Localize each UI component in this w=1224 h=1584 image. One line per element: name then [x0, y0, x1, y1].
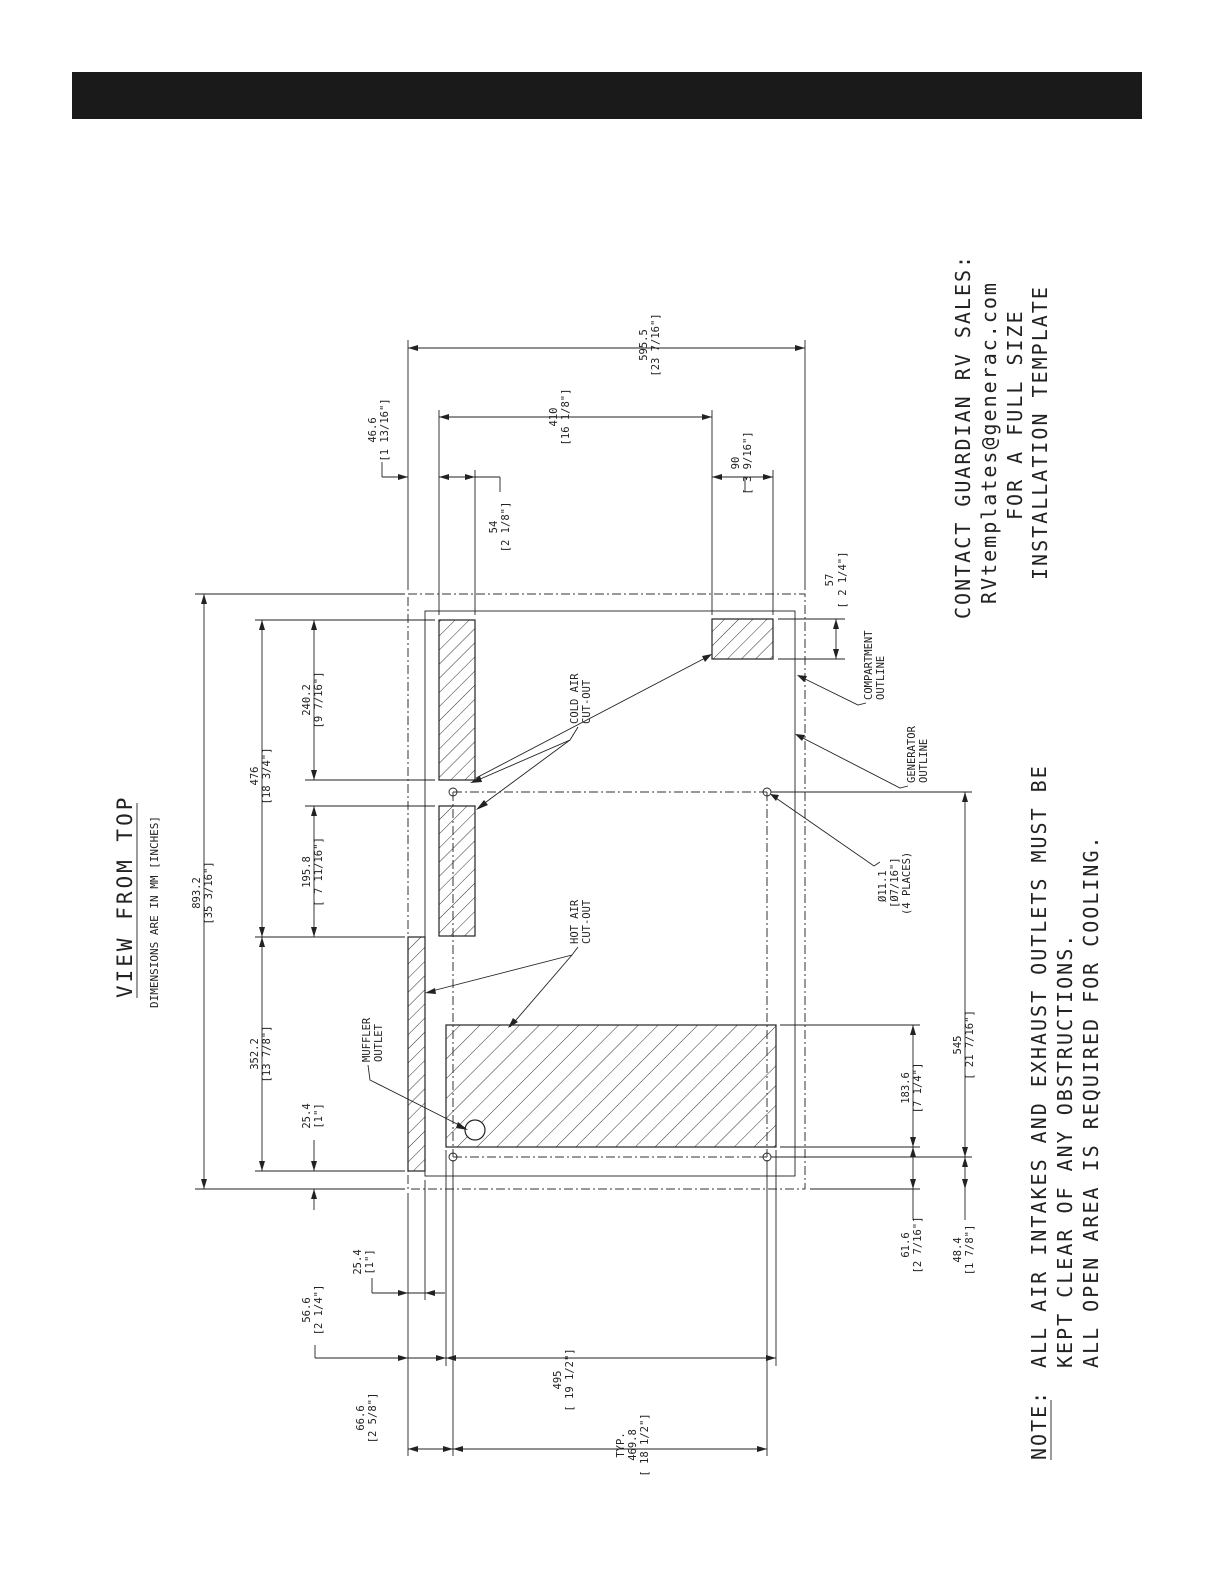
contact-email: RVtemplates@generac.com — [977, 281, 1001, 604]
dim-90-mm: 90 — [730, 457, 742, 470]
contact-line1: CONTACT GUARDIAN RV SALES: — [951, 254, 975, 619]
muffler-outlet — [464, 1119, 486, 1141]
muffler-strip — [407, 936, 426, 1172]
contact-block: CONTACT GUARDIAN RV SALES: RVtemplates@g… — [951, 254, 1052, 619]
contact-line4: INSTALLATION TEMPLATE — [1028, 285, 1052, 580]
dim-66-in: [2 5/8"] — [367, 1393, 379, 1444]
dim-48-in: [1 7/8"] — [964, 1225, 976, 1276]
dim-90-in: [ 3 9/16"] — [742, 431, 754, 494]
dim-595-in: [23 7/16"] — [650, 313, 662, 376]
muffler-label-1: MUFFLER — [361, 1017, 373, 1062]
dim-57-in: [ 2 1/4"] — [837, 552, 849, 609]
dim-240-mm: 240.2 — [301, 684, 313, 716]
hole-label-3: (4 PLACES) — [901, 852, 913, 915]
hot-air-cutout — [445, 1024, 777, 1148]
contact-line3: FOR A FULL SIZE — [1003, 309, 1027, 520]
dim-240-in: [9 7/16"] — [313, 672, 325, 729]
dim-56-mm: 56.6 — [301, 1297, 313, 1322]
hole-label-1: Ø11.1 — [877, 870, 889, 902]
cold-air-cutout-2 — [438, 805, 476, 937]
note-block: NOTE: ALL AIR INTAKES AND EXHAUST OUTLET… — [1027, 764, 1103, 1460]
dim-57-mm: 57 — [824, 574, 836, 587]
dim-61-mm: 61.6 — [900, 1232, 912, 1257]
dim-54-in: [2 1/8"] — [500, 502, 512, 553]
muffler-label-2: OUTLET — [373, 1023, 385, 1062]
cold-air-cutout-1 — [438, 619, 476, 781]
dim-183-mm: 183.6 — [900, 1072, 912, 1104]
note-line3: ALL OPEN AREA IS REQUIRED FOR COOLING. — [1079, 834, 1103, 1368]
dim-66-mm: 66.6 — [355, 1405, 367, 1430]
dim-46-in: [1 13/16"] — [379, 398, 391, 461]
dim-56-in: [2 1/4"] — [313, 1285, 325, 1336]
dim-25a-mm: 25.4 — [301, 1103, 313, 1128]
dim-25a-in: [1"] — [313, 1103, 325, 1128]
hole-centerlines — [452, 791, 768, 1158]
dim-54-mm: 54 — [488, 521, 500, 534]
generator-label-2: OUTLINE — [918, 739, 930, 783]
cold-air-label-1: COLD AIR — [569, 673, 581, 724]
cold-air-cutout-3 — [711, 618, 774, 660]
dim-545-in: [ 21 7/16"] — [964, 1010, 976, 1080]
dim-48-mm: 48.4 — [952, 1237, 964, 1262]
dim-25b-mm: 25.4 — [352, 1249, 364, 1274]
dim-469-mm: 469.8 — [627, 1429, 639, 1461]
top-dimensions — [381, 340, 806, 615]
dim-352-in: [13 7/8"] — [261, 1026, 273, 1083]
bottom-dimensions — [314, 1150, 777, 1456]
cold-air-label-2: CUT-OUT — [581, 679, 593, 724]
compartment-label-1: COMPARTMENT — [863, 630, 875, 700]
dim-25b-in: [1"] — [364, 1249, 376, 1274]
header-bar — [72, 72, 1142, 119]
dim-410-in: [16 1/8"] — [560, 389, 572, 446]
dim-46-mm: 46.6 — [367, 417, 379, 442]
right-lower-dimensions — [771, 791, 972, 1220]
dim-893-in: [35 3/16"] — [203, 861, 215, 924]
dim-195-in: [ 7 11/16"] — [313, 837, 325, 907]
subtitle: DIMENSIONS ARE IN MM [INCHES] — [148, 816, 161, 1008]
dim-195-mm: 195.8 — [301, 856, 313, 888]
compartment-label-2: OUTLINE — [875, 656, 887, 700]
note-line1: ALL AIR INTAKES AND EXHAUST OUTLETS MUST… — [1027, 764, 1051, 1368]
note-line2: KEPT CLEAR OF ANY OBSTRUCTIONS. — [1053, 933, 1077, 1368]
hot-air-label-1: HOT AIR — [569, 899, 581, 944]
title: VIEW FROM TOP — [113, 795, 137, 998]
dim-352-mm: 352.2 — [249, 1038, 261, 1070]
left-dimensions — [195, 593, 435, 1210]
note-label: NOTE: — [1027, 1390, 1051, 1460]
leaders — [367, 654, 909, 1130]
dim-476-in: [18 3/4"] — [261, 748, 273, 805]
compartment-outline — [424, 610, 796, 1177]
dim-545-mm: 545 — [952, 1036, 964, 1055]
dim-410-mm: 410 — [548, 408, 560, 427]
dim-495-mm: 495 — [552, 1371, 564, 1390]
generator-outline — [407, 593, 806, 1190]
dim-469-typ: TYP. — [615, 1432, 627, 1457]
dim-183-in: [7 1/4"] — [912, 1063, 924, 1114]
dim-61-in: [2 7/16"] — [912, 1217, 924, 1274]
dim-495-in: [ 19 1/2"] — [564, 1348, 576, 1411]
hot-air-label-2: CUT-OUT — [581, 899, 593, 944]
dim-893-mm: 893.2 — [191, 877, 203, 909]
dim-469-in: [ 18 1/2"] — [639, 1413, 651, 1476]
hole-label-2: [Ø7/16"] — [889, 857, 901, 908]
dim-595-mm: 595.5 — [638, 329, 650, 361]
dim-476-mm: 476 — [249, 767, 261, 786]
generator-label-1: GENERATOR — [906, 725, 918, 783]
right-dim-57 — [778, 618, 845, 660]
